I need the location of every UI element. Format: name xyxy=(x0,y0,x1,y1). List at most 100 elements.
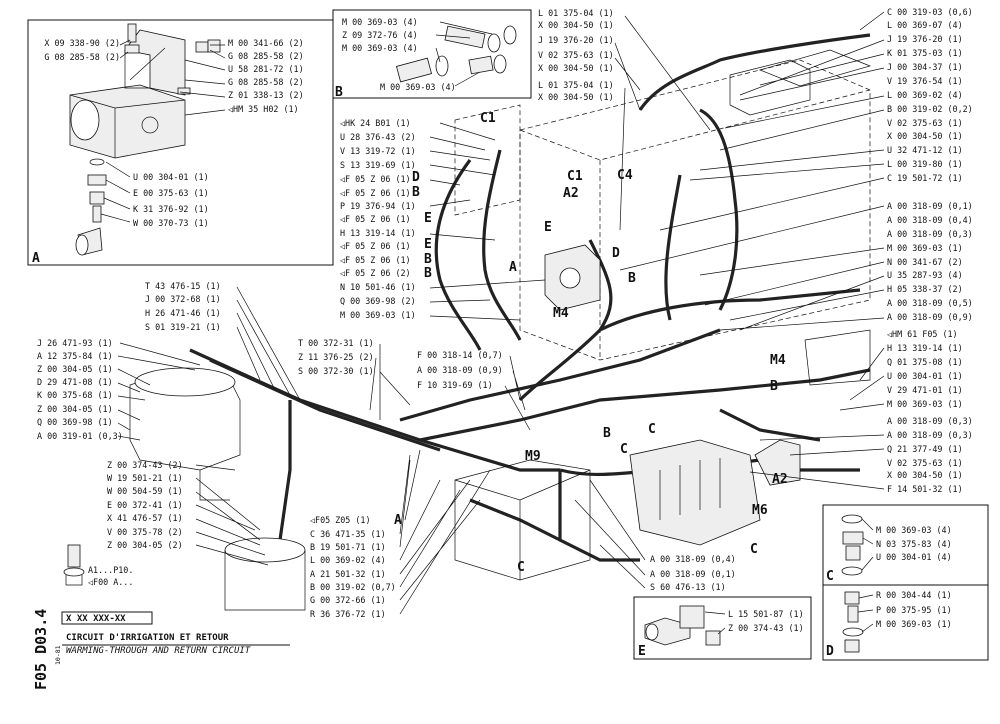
callout-r-8: V 02 375-63 (1) xyxy=(887,118,963,128)
callout-r-2: J 19 376-20 (1) xyxy=(887,34,963,44)
callout-cl-letter-e2: E xyxy=(424,237,432,252)
callout-r-17: N 00 341-67 (2) xyxy=(887,257,963,267)
code-template: X XX XXX-XX xyxy=(66,614,126,624)
callout-cl-4: ◁F 05 Z 06 (1) xyxy=(340,174,411,184)
callout-b-0: ◁F05 Z05 (1) xyxy=(310,515,371,525)
inset-e-label-0: L 15 501-87 (1) xyxy=(728,609,804,619)
callout-cl-0: ◁HK 24 B01 (1) xyxy=(340,118,411,128)
letter-c1-a: C1 xyxy=(480,111,496,126)
callout-m-0: T 00 372-31 (1) xyxy=(298,338,374,348)
callout-r-24: Q 01 375-08 (1) xyxy=(887,357,963,367)
inset-b-label-0: M 00 369-03 (4) xyxy=(342,17,418,27)
callout-r-26: V 29 471-01 (1) xyxy=(887,385,963,395)
diagram-letters: C1 C1 C4 A2 A2 A E D B B B C C C C M4 M4… xyxy=(480,111,788,575)
callout-l-18: Z 00 304-05 (2) xyxy=(107,540,183,550)
callout-cl-letter-b3: B xyxy=(424,266,432,281)
callout-r-0: C 00 319-03 (0,6) xyxy=(887,7,973,17)
callout-l-4: J 26 471-93 (1) xyxy=(37,338,113,348)
inset-a-label-11: W 00 370-73 (1) xyxy=(133,218,209,228)
callout-ct-3: V 02 375-63 (1) xyxy=(538,50,614,60)
letter-b-1: B xyxy=(628,271,636,286)
callout-b-2: B 19 501-71 (1) xyxy=(310,542,386,552)
callout-r-31: V 02 375-63 (1) xyxy=(887,458,963,468)
inset-d-label-2: M 00 369-03 (1) xyxy=(876,619,952,629)
callout-r-14: A 00 318-09 (0,4) xyxy=(887,215,973,225)
callout-ct-2: J 19 376-20 (1) xyxy=(538,35,614,45)
callout-m-2: S 00 372-30 (1) xyxy=(298,366,374,376)
letter-a2-b: A2 xyxy=(772,472,788,487)
callout-m-3: F 00 318-14 (0,7) xyxy=(417,350,503,360)
letter-d: D xyxy=(612,246,620,261)
callout-r-6: L 00 369-02 (4) xyxy=(887,90,963,100)
callout-l-7: D 29 471-08 (1) xyxy=(37,377,113,387)
callout-r-7: B 00 319-02 (0,2) xyxy=(887,104,973,114)
letter-m4-a: M4 xyxy=(553,306,569,321)
callout-l-14: W 00 504-59 (1) xyxy=(107,486,183,496)
letter-a2-a: A2 xyxy=(563,186,579,201)
callout-b-4: A 21 501-32 (1) xyxy=(310,569,386,579)
callout-r-21: A 00 318-09 (0,9) xyxy=(887,312,973,322)
hose-routes xyxy=(189,33,871,562)
callout-r-11: L 00 319-80 (1) xyxy=(887,159,963,169)
callout-cl-letter-d: D xyxy=(412,170,420,185)
ref-f00: ◁F00 A... xyxy=(88,577,133,587)
callouts-center-top: L 01 375-04 (1) X 00 304-50 (1) J 19 376… xyxy=(538,8,711,231)
inset-a-label-2: M 00 341-66 (2) xyxy=(228,38,304,48)
inset-a-label-3: G 08 285-58 (2) xyxy=(228,51,304,61)
callout-cl-3: S 13 319-69 (1) xyxy=(340,160,416,170)
inset-d-letter: D xyxy=(826,644,834,659)
inset-c-label-1: N 03 375-83 (4) xyxy=(876,539,952,549)
letter-c-4: C xyxy=(620,442,628,457)
callout-b-1: C 36 471-35 (1) xyxy=(310,529,386,539)
callout-b-7: R 36 376-72 (1) xyxy=(310,609,386,619)
callout-l-16: X 41 476-57 (1) xyxy=(107,513,183,523)
callout-ct-0: L 01 375-04 (1) xyxy=(538,8,614,18)
callouts-mid: T 00 372-31 (1) Z 11 376-25 (2) S 00 372… xyxy=(298,338,531,431)
callout-r-33: F 14 501-32 (1) xyxy=(887,484,963,494)
callout-cl-5: ◁F 05 Z 06 (1) xyxy=(340,188,411,198)
inset-a: A X 09 338-90 (2) G 08 285-58 (2) M 00 3… xyxy=(27,19,334,266)
callout-r-23: H 13 319-14 (1) xyxy=(887,343,963,353)
callout-ct-4: X 00 304-50 (1) xyxy=(538,63,614,73)
callout-cl-7: ◁F 05 Z 06 (1) xyxy=(340,214,411,224)
callout-b-letter-a: A xyxy=(394,513,402,528)
callout-l-12: Z 00 374-43 (2) xyxy=(107,460,183,470)
inset-a-label-0: X 09 338-90 (2) xyxy=(44,38,120,48)
side-ref: 10-81 xyxy=(54,645,62,665)
callout-l-10: Q 00 369-98 (1) xyxy=(37,417,113,427)
callouts-right: C 00 319-03 (0,6) L 00 369-07 (4) J 19 3… xyxy=(619,7,973,494)
title-block: F05 D03.4 10-81 X XX XXX-XX CIRCUIT D'IR… xyxy=(32,544,290,690)
callout-r-12: C 19 501-72 (1) xyxy=(887,173,963,183)
inset-c-d: M 00 369-03 (4) N 03 375-83 (4) U 00 304… xyxy=(822,504,989,661)
callout-l-17: V 00 375-78 (2) xyxy=(107,527,183,537)
inset-d-label-0: R 00 304-44 (1) xyxy=(876,590,952,600)
callout-cl-8: H 13 319-14 (1) xyxy=(340,228,416,238)
letter-c-2: C xyxy=(517,560,525,575)
callout-r-13: A 00 318-09 (0,1) xyxy=(887,201,973,211)
callout-m-1: Z 11 376-25 (2) xyxy=(298,352,374,362)
callouts-left: T 43 476-15 (1) J 00 372-68 (1) H 26 471… xyxy=(37,281,301,566)
callout-m-5: F 10 319-69 (1) xyxy=(417,380,493,390)
ref-a1: A1...P10. xyxy=(88,565,133,575)
callout-b-5: B 00 319-02 (0,7) xyxy=(310,582,396,592)
callout-l-0: T 43 476-15 (1) xyxy=(145,281,221,291)
callout-br-2: S 60 476-13 (1) xyxy=(650,582,726,592)
callout-cl-11: ◁F 05 Z 06 (2) xyxy=(340,268,411,278)
inset-e-label-1: Z 00 374-43 (1) xyxy=(728,623,804,633)
inset-a-label-10: K 31 376-92 (1) xyxy=(133,204,209,214)
callout-r-29: A 00 318-09 (0,3) xyxy=(887,430,973,440)
inset-a-label-8: U 00 304-01 (1) xyxy=(133,172,209,182)
callout-m-4: A 00 318-09 (0,9) xyxy=(417,365,503,375)
callout-br-0: A 00 318-09 (0,4) xyxy=(650,554,736,564)
inset-e-letter: E xyxy=(638,644,646,659)
letter-c1-b: C1 xyxy=(567,169,583,184)
callout-br-1: A 00 318-09 (0,1) xyxy=(650,569,736,579)
callout-cl-9: ◁F 05 Z 06 (1) xyxy=(340,241,411,251)
letter-a: A xyxy=(509,260,517,275)
callout-cl-10: ◁F 05 Z 06 (1) xyxy=(340,255,411,265)
letter-b-2: B xyxy=(770,379,778,394)
callout-cl-letter-e1: E xyxy=(424,211,432,226)
inset-a-label-4: U 58 281-72 (1) xyxy=(228,64,304,74)
inset-a-label-6: Z 01 338-13 (2) xyxy=(228,90,304,100)
